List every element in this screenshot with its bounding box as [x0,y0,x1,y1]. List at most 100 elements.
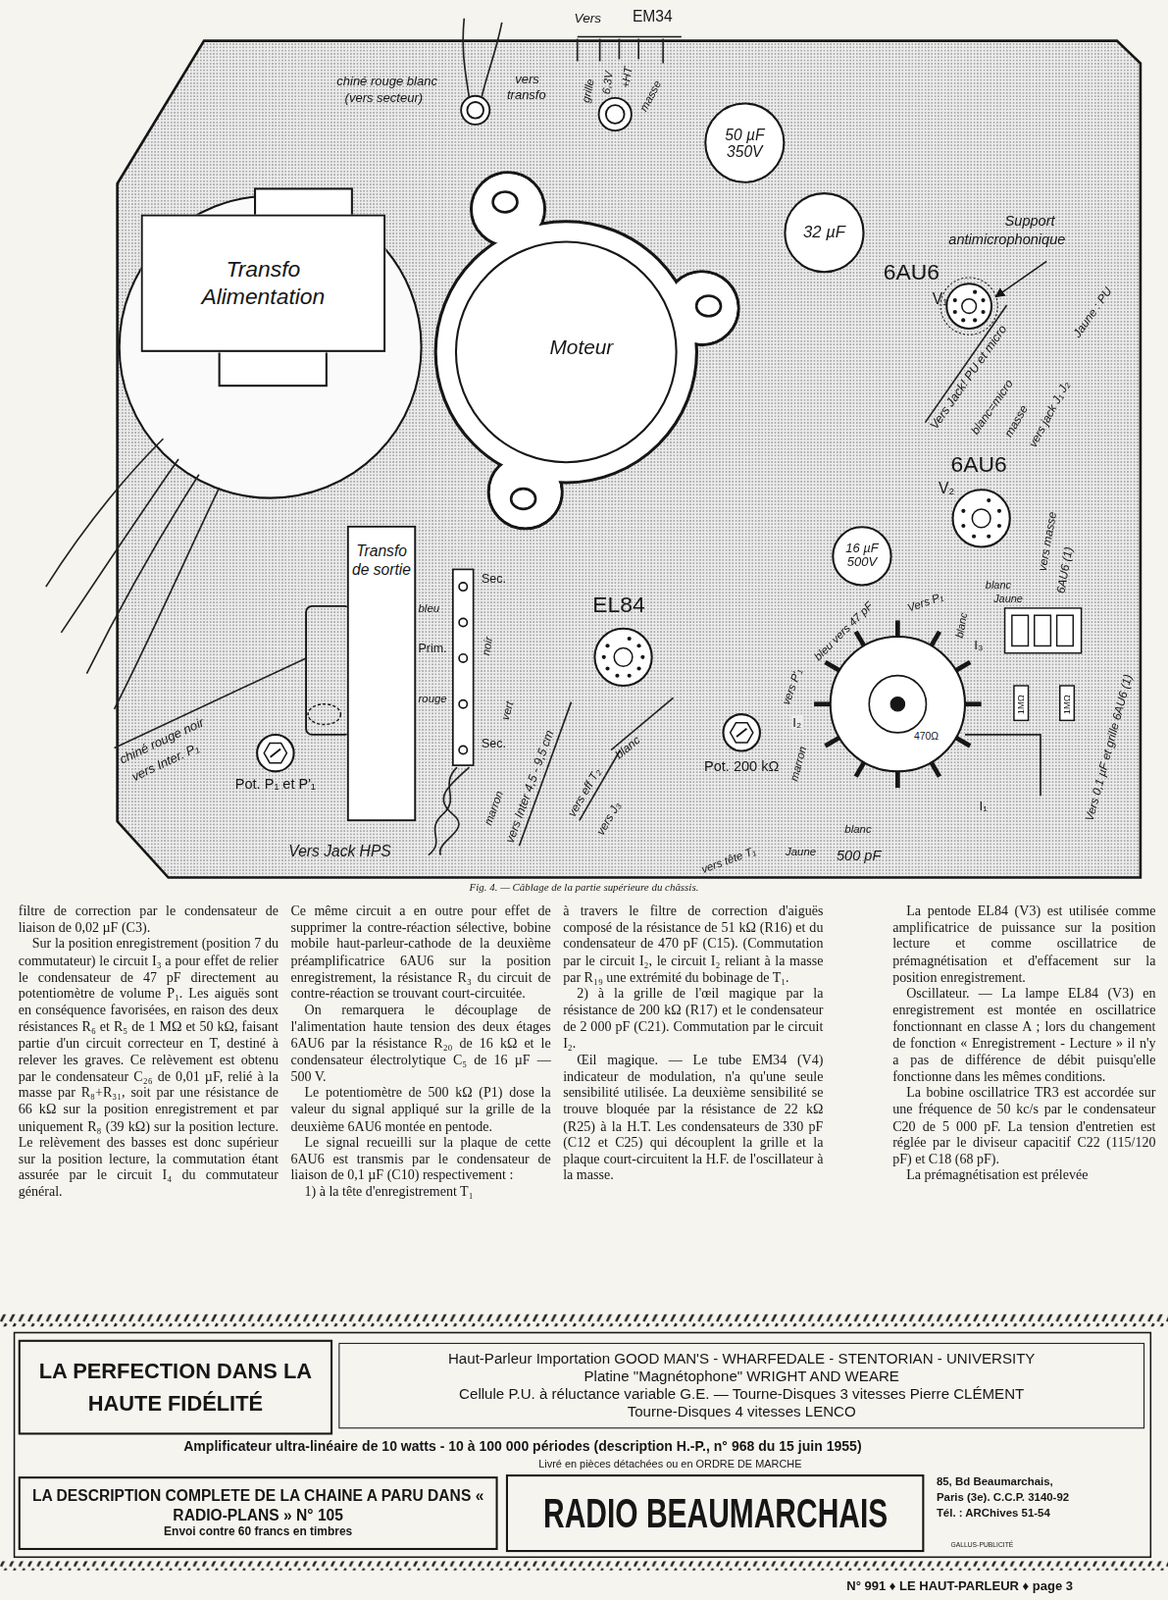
node-text: 6AU6 [883,258,940,285]
wire-label: I₂ [791,714,803,731]
text-column: à travers le filtre de correction d'aigu… [562,903,823,1185]
transformer-frame [305,606,352,735]
potentiometer-slot [270,748,281,757]
node-text: LA DESCRIPTION COMPLETE DE LA CHAINE A P… [28,1485,488,1524]
border-band [0,1314,1168,1326]
wire [661,39,664,64]
wire-label: Vers Jack HPS [288,842,391,861]
wire-label: I₁ [979,798,988,814]
wire [440,766,470,855]
grommet [466,101,484,119]
part-box: Transfo Alimentation [141,213,387,352]
article-paragraph: à travers le filtre de correction d'aigu… [562,903,823,986]
wire-label: blanc [985,578,1012,592]
text-column: Ce même circuit a en outre pour effet de… [290,903,551,1201]
wire [599,39,602,62]
potentiometer-nut [722,713,760,751]
node-text: Haut-Parleur Importation GOOD MAN'S - WH… [448,1349,1035,1368]
wire-label: 470Ω [913,730,940,743]
article-paragraph: Sur la position enregistrement (position… [18,935,279,1201]
node-text: LA PERFECTION DANS LA HAUTE FIDÉLITÉ [24,1355,327,1418]
border-band [0,1314,1168,1571]
terminal-strip [458,654,467,662]
resistor-symbol [1005,608,1082,720]
node-text: Transfo Alimentation [186,255,340,310]
socket-pin [953,309,958,314]
wire-label: Support [1005,211,1056,229]
wire-label: Sec. [481,572,507,587]
motor-body [456,242,677,463]
node-text: RADIO BEAUMARCHAIS [543,1492,888,1534]
wire-label: rouge [417,691,447,705]
wire-label: transfo [507,87,547,102]
rotary-switch [964,701,982,707]
wire-label: I₃ [973,637,983,654]
rotary-switch [813,619,982,788]
socket-pin [961,508,965,513]
advert-box: RADIO BEAUMARCHAIS [506,1473,924,1552]
article-paragraph: Ce même circuit a en outre pour effet de… [290,903,551,1003]
socket-pin [971,534,976,539]
transformer-cutout [219,349,327,386]
transformer-cutout [119,188,422,498]
leader-arrow [995,260,1047,297]
rotary-switch [931,631,940,646]
socket-pin [972,317,977,322]
motor-mount-hole [510,488,536,509]
bracket-line [577,36,682,38]
border-band [0,1560,1168,1570]
wire-label: Vers [574,10,602,27]
socket-pin [997,508,1002,513]
terminal-strip [458,617,467,626]
part-box: 32 µF [783,192,865,274]
advert-text: 85, Bd Beaumarchais, [936,1474,1054,1488]
rotary-switch [856,631,864,646]
wire [462,18,469,99]
part-box: Transfo de sortie [347,525,417,822]
socket-pin [602,655,607,660]
potentiometer-nut [256,734,294,771]
socket-pin [997,523,1002,528]
article-paragraph: Oscillateur. — La lampe EL84 (V3) en enr… [892,985,1156,1085]
rotary-switch [890,696,906,711]
motor-mount-hole [493,192,518,213]
node-text: Envoi contre 60 francs en timbres [163,1523,353,1540]
node-text: Pot. P₁ et P'₁ [203,775,348,793]
article-paragraph: La prémagnétisation est prélevée [892,1167,1156,1184]
resistor-symbol [1057,614,1074,646]
pot-outline [685,711,798,794]
advert-text: GALLUS-PUBLICITÉ [950,1540,1014,1549]
part-box: Moteur [417,152,745,541]
article-paragraph: 2) à la grille de l'œil magique par la r… [562,985,823,1052]
potentiometer-slot [736,728,747,737]
motor-mount-hole [696,295,721,316]
rotary-switch [825,661,840,670]
socket-hub [613,648,633,667]
socket-pin [980,298,985,303]
grommet [460,96,632,131]
node-text: 32 µF [803,223,846,243]
motor-flange [435,221,697,483]
node-text: Cellule P.U. à réluctance variable G.E. … [458,1385,1024,1404]
wire [481,22,503,99]
potentiometer-shaft [263,743,287,763]
advert-text: Amplificateur ultra-linéaire de 10 watts… [183,1438,862,1455]
advert-box: Haut-Parleur Importation GOOD MAN'S - WH… [338,1342,1145,1428]
rotary-switch [931,761,940,776]
advert-text: Tél. : ARChives 51-54 [936,1505,1051,1519]
grommet [599,98,632,131]
rotary-switch [895,619,901,637]
tube-socket [953,489,1011,547]
wire-label: blanc [844,821,871,835]
wire-label: bleu [417,601,440,614]
advert-frame [14,1331,1152,1557]
wire [86,474,199,674]
figure-caption: Fig. 4. — Câblage de la partie supérieur… [0,881,1168,893]
advert-box: LA PERFECTION DANS LA HAUTE FIDÉLITÉ [18,1339,333,1435]
rotary-switch [830,636,965,771]
socket-pin [627,636,632,641]
motor-lobe [666,272,738,344]
article-paragraph: La pentode EL84 (V3) est utilisée comme … [892,903,1156,986]
socket-pin [986,498,991,503]
circle-outline [704,101,786,184]
